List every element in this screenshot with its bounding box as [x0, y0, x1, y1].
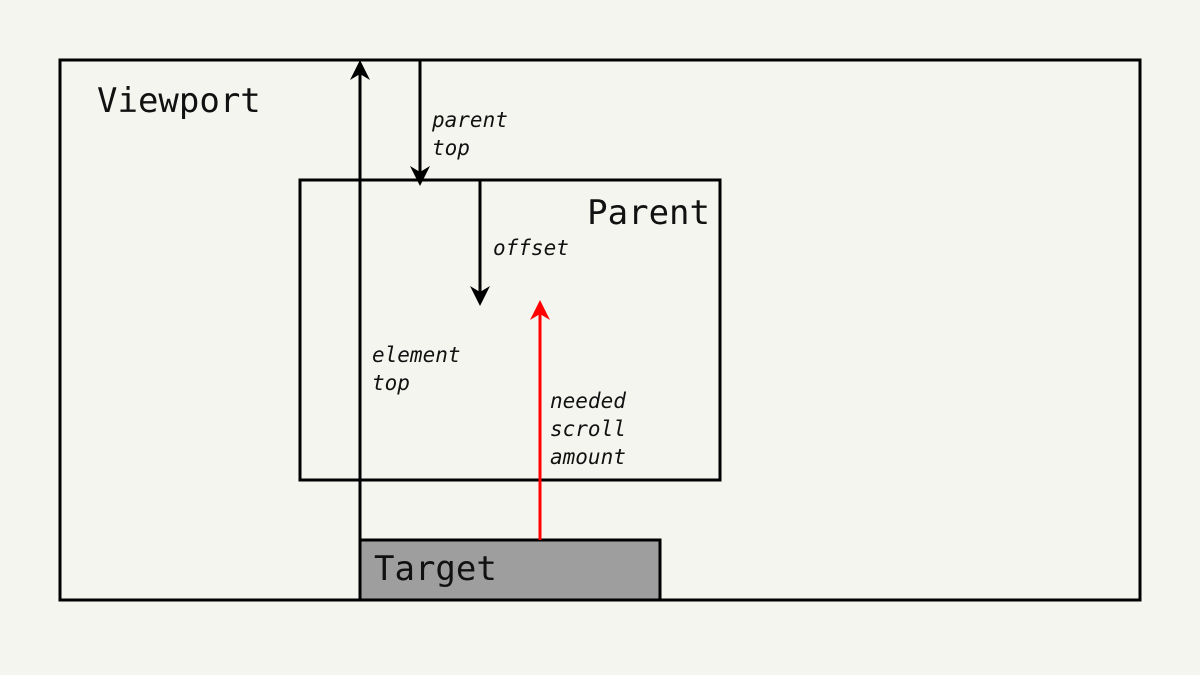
needed-scroll-annotation: needed scroll amount [550, 389, 639, 469]
parent-top-annotation: parent top [431, 108, 521, 160]
parent-label: Parent [587, 193, 710, 233]
viewport-label: Viewport [97, 81, 261, 121]
parent-box [298, 178, 722, 482]
viewport-box [58, 58, 1142, 602]
offset-annotation: offset [493, 236, 569, 260]
element-top-annotation: element top [372, 343, 473, 395]
target-label: Target [374, 549, 497, 589]
